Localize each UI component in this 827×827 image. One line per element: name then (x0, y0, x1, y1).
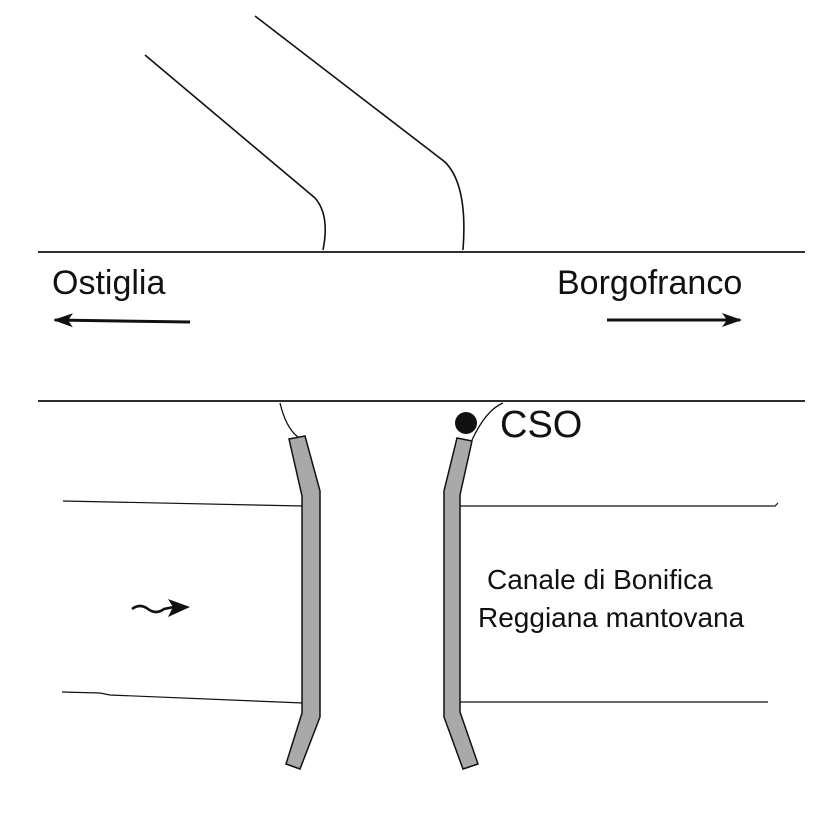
side-road (144, 15, 465, 251)
culvert-walls (285, 435, 479, 770)
ostiglia-label: Ostiglia (52, 264, 165, 302)
culvert-left-wall (285, 435, 321, 770)
culvert-right-wall (443, 437, 479, 770)
cso-connector-line (471, 402, 504, 441)
cso-label: CSO (500, 404, 582, 446)
canal-banks (61, 500, 779, 704)
canal-top-bank-left (62, 500, 304, 507)
canal-name-line2: Reggiana mantovana (478, 602, 745, 633)
filled-circle-icon (455, 412, 477, 434)
left-connector-line (279, 402, 299, 438)
canal-bottom-bank-left (61, 691, 304, 704)
main-road (38, 251, 805, 402)
canal-top-bank-right (460, 502, 779, 507)
borgofranco-label: Borgofranco (557, 264, 742, 302)
side-road-right-edge (254, 15, 465, 251)
canal-name-line1: Canale di Bonifica (487, 564, 713, 595)
side-road-left-edge (144, 54, 326, 251)
flow-arrow-icon (131, 599, 190, 617)
arrow-left-icon (53, 313, 191, 328)
